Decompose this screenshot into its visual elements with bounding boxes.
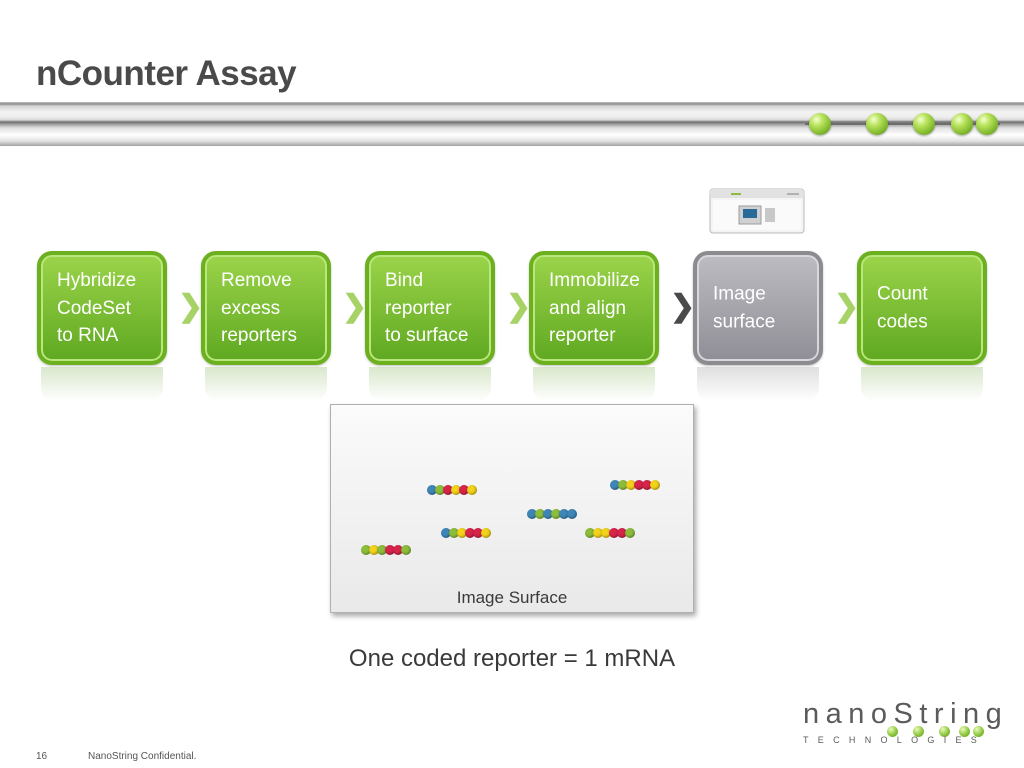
header-dot	[866, 113, 888, 135]
chevron-right-icon: ❯	[670, 290, 696, 323]
step-reflection	[369, 367, 491, 401]
logo-dot	[973, 726, 984, 737]
step-reflection	[41, 367, 163, 401]
step-label: Immobilize and align reporter	[549, 269, 640, 346]
header-dot	[913, 113, 935, 135]
chevron-right-icon: ❯	[178, 290, 204, 323]
ncounter-instrument-image	[709, 188, 805, 234]
logo-dot	[939, 726, 950, 737]
step-reflection	[533, 367, 655, 401]
step-reflection	[697, 367, 819, 401]
header-dot	[976, 113, 998, 135]
caption: One coded reporter = 1 mRNA	[348, 645, 676, 672]
logo-dot	[913, 726, 924, 737]
step-label: Image surface	[713, 283, 776, 333]
header-band-line	[805, 123, 1000, 125]
step-count-codes: Count codes	[857, 251, 987, 365]
step-bind-reporter: Bind reporter to surface	[365, 251, 495, 365]
surface-label: Image Surface	[456, 588, 568, 607]
chevron-right-icon: ❯	[834, 290, 860, 323]
step-remove-excess: Remove excess reporters	[201, 251, 331, 365]
step-label: Bind reporter to surface	[385, 269, 469, 346]
step-label: Hybridize CodeSet to RNA	[57, 269, 137, 346]
header-dot	[809, 113, 831, 135]
step-image-surface: Image surface	[693, 251, 823, 365]
step-label: Count codes	[877, 283, 928, 333]
page-title: nCounter Assay	[36, 54, 297, 93]
logo-dot	[887, 726, 898, 737]
logo-dot	[959, 726, 970, 737]
nanostring-logo: nanoString	[803, 698, 1009, 730]
step-immobilize: Immobilize and align reporter	[529, 251, 659, 365]
chevron-right-icon: ❯	[506, 290, 532, 323]
step-reflection	[861, 367, 983, 401]
step-reflection	[205, 367, 327, 401]
page-number: 16	[36, 751, 48, 762]
confidential-notice: NanoString Confidential.	[88, 751, 197, 762]
image-surface-panel: Image Surface	[330, 404, 694, 613]
chevron-right-icon: ❯	[342, 290, 368, 323]
step-hybridize: Hybridize CodeSet to RNA	[37, 251, 167, 365]
logo-tagline: TECHNOLOGIES	[803, 735, 987, 745]
header-dot	[951, 113, 973, 135]
step-label: Remove excess reporters	[221, 269, 298, 346]
